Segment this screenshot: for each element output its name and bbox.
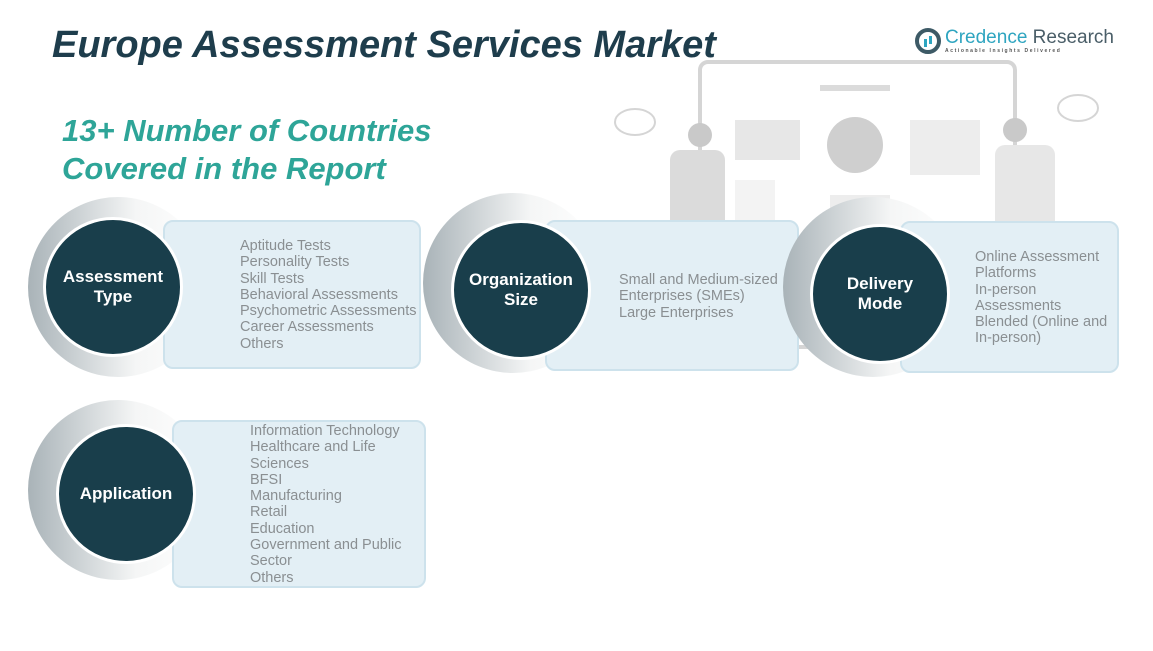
segment-list-application: Information Technology Healthcare and Li…	[250, 423, 402, 586]
list-item: Small and Medium-sized	[619, 272, 778, 288]
logo-icon	[915, 28, 941, 54]
list-item: Assessments	[975, 297, 1062, 314]
list-item: Platforms	[975, 265, 1037, 282]
list-item: In-person	[975, 281, 1037, 298]
segment-box	[163, 220, 421, 369]
segment-circle-assessment-type: Assessment Type	[43, 217, 183, 357]
page-title: Europe Assessment Services Market	[52, 24, 716, 66]
list-item: Sector	[250, 553, 292, 570]
subtitle-line: 13+ Number of Countries	[62, 113, 432, 148]
list-item: Psychometric Assessments	[240, 303, 417, 320]
list-item: Career Assessments	[240, 319, 374, 336]
segment-circle-organization-size: Organization Size	[451, 220, 591, 360]
list-item: Retail	[250, 504, 288, 521]
list-item: Blended (Online and	[975, 314, 1108, 331]
list-item: Education	[250, 520, 315, 537]
list-item: Information Technology	[250, 423, 400, 439]
list-item: Healthcare and Life	[250, 439, 376, 456]
list-item: Enterprises (SMEs)	[619, 288, 745, 305]
list-item: BFSI	[250, 471, 283, 488]
list-item: Behavioral Assessments	[240, 286, 398, 303]
segment-circle-delivery-mode: Delivery Mode	[810, 224, 950, 364]
segment-box	[172, 420, 426, 588]
list-item: Online Assessment	[975, 249, 1100, 265]
list-item: Large Enterprises	[619, 304, 734, 321]
list-item: Sciences	[250, 455, 309, 472]
list-item: Aptitude Tests	[240, 238, 331, 254]
segment-list-delivery-mode: Online Assessment Platforms In-person As…	[975, 249, 1107, 347]
list-item: Manufacturing	[250, 488, 342, 505]
segment-circle-application: Application	[56, 424, 196, 564]
segment-list-assessment-type: Aptitude Tests Personality Tests Skill T…	[240, 238, 416, 352]
segment-list-organization-size: Small and Medium-sized Enterprises (SMEs…	[619, 272, 778, 321]
logo-name: Credence Research	[945, 27, 1114, 48]
list-item: Others	[240, 335, 284, 352]
list-item: Others	[250, 569, 294, 586]
subtitle-line: Covered in the Report	[62, 151, 386, 186]
list-item: Skill Tests	[240, 270, 305, 287]
logo: Credence Research Actionable Insights De…	[915, 28, 1114, 54]
list-item: In-person)	[975, 330, 1042, 347]
list-item: Personality Tests	[240, 254, 350, 271]
logo-tagline: Actionable Insights Delivered	[945, 48, 1062, 54]
list-item: Government and Public	[250, 537, 402, 554]
